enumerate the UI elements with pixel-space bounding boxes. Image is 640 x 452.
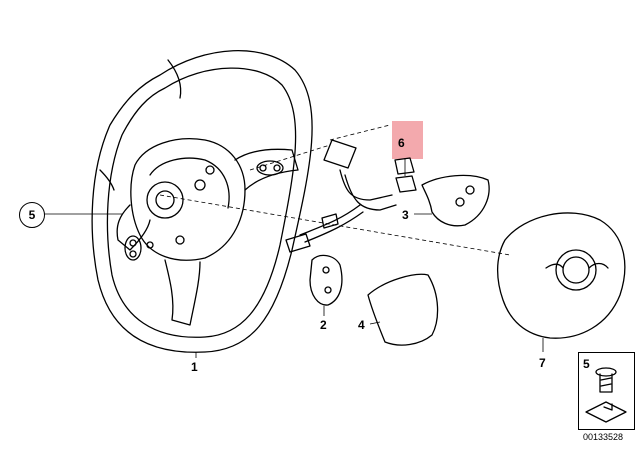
- label-6: 6: [398, 136, 405, 150]
- right-spoke: [234, 148, 299, 191]
- label-3: 3: [402, 208, 409, 222]
- label-4: 4: [358, 318, 365, 332]
- legend-part-label: 5: [583, 357, 590, 371]
- legend-box: 5: [578, 352, 635, 430]
- part-2-switch: [309, 254, 343, 306]
- part-7-airbag: [496, 212, 626, 339]
- wheel-rim: [91, 49, 313, 353]
- label-2: 2: [320, 318, 327, 332]
- leader-4: [369, 321, 381, 325]
- wheel-hub: [130, 138, 246, 261]
- part-4-trim: [367, 273, 439, 346]
- part-3-cover: [421, 174, 490, 227]
- part-6-highlight: [392, 121, 423, 159]
- label-1: 1: [191, 360, 198, 374]
- label-5-circle: 5: [19, 202, 45, 228]
- label-7: 7: [539, 356, 546, 370]
- diagram-number: 00133528: [583, 432, 624, 442]
